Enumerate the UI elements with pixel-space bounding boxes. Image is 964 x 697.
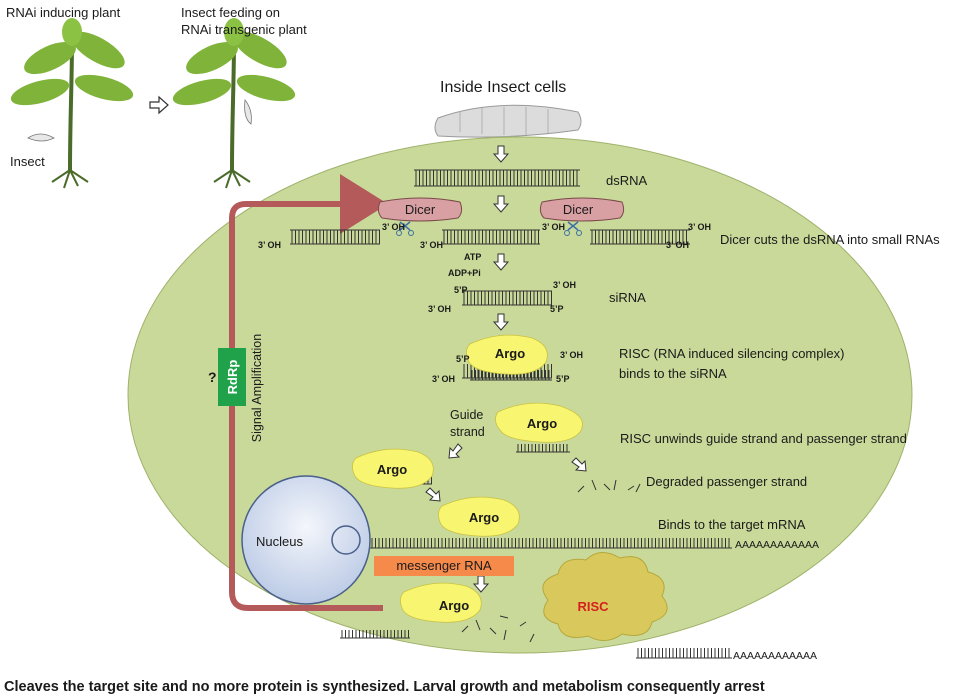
- dicer-enzyme-left: [377, 197, 463, 222]
- five-p-label: 5’P: [454, 285, 468, 295]
- diagonal-arrow-icon: [425, 487, 441, 502]
- risc-binds-line2: binds to the siRNA: [619, 366, 727, 381]
- argo-label: Argo: [495, 346, 525, 361]
- argo-label: Argo: [377, 462, 407, 477]
- argo-protein: [400, 582, 482, 623]
- adp-label: ADP+Pi: [448, 268, 481, 278]
- plant-2-icon: [172, 18, 296, 189]
- rna-duplex: [590, 229, 690, 245]
- dsrna-label: dsRNA: [606, 173, 648, 188]
- polya-tail: AAAAAAAAAAAA: [735, 539, 819, 551]
- dicer-cuts-label: Dicer cuts the dsRNA into small RNAs: [720, 232, 940, 247]
- five-p-label: 5’P: [550, 304, 564, 314]
- down-arrow-icon: [492, 195, 510, 213]
- oh-label: 3’ OH: [553, 280, 576, 290]
- argo-protein: [352, 448, 434, 489]
- rna-single-strand: [470, 370, 552, 381]
- right-arrow-icon: [149, 95, 169, 115]
- argo-label: Argo: [527, 416, 557, 431]
- rna-single-strand: [516, 444, 570, 453]
- plant-1-label: RNAi inducing plant: [6, 5, 121, 20]
- risc-binds-line1: RISC (RNA induced silencing complex): [619, 346, 844, 361]
- degraded-fragments: [461, 479, 641, 643]
- rna-single-strand: [636, 648, 732, 659]
- rna-strands: [290, 169, 732, 659]
- rna-single-strand: [340, 630, 410, 639]
- five-p-label: 5’P: [556, 374, 570, 384]
- oh-label: 3’ OH: [432, 374, 455, 384]
- larva-icon: [434, 104, 582, 138]
- unwinds-label: RISC unwinds guide strand and passenger …: [620, 431, 907, 446]
- plant-2-label-line1: Insect feeding on: [181, 5, 280, 20]
- dicer-label-left: Dicer: [405, 202, 436, 217]
- argo-label: Argo: [469, 510, 499, 525]
- argo-label: Argo: [439, 598, 469, 613]
- rna-single-strand: [342, 538, 732, 549]
- rna-duplex: [290, 229, 380, 245]
- down-arrow-icon: [492, 253, 510, 271]
- plant-1-icon: [10, 18, 134, 189]
- rdrp-box: [218, 348, 246, 406]
- guide-label-line2: strand: [450, 425, 485, 439]
- rna-duplex: [462, 290, 552, 306]
- down-arrow-icon: [492, 313, 510, 331]
- messenger-rna-label: messenger RNA: [396, 558, 492, 573]
- atp-label: ATP: [464, 252, 481, 262]
- down-arrow-icon: [492, 145, 510, 163]
- scissors-icon: [396, 221, 414, 236]
- oh-label: 3’ OH: [666, 240, 689, 250]
- degraded-label: Degraded passenger strand: [646, 474, 807, 489]
- oh-label: 3’ OH: [382, 222, 405, 232]
- rdrp-label: RdRp: [225, 360, 240, 395]
- nucleus-label: Nucleus: [256, 534, 303, 549]
- argo-protein: [495, 402, 583, 443]
- diagonal-arrow-icon: [448, 443, 463, 459]
- down-arrow-icon: [472, 575, 490, 593]
- argo-protein: [438, 496, 520, 537]
- risc-cloud: [542, 552, 668, 641]
- oh-label: 3’ OH: [428, 304, 451, 314]
- dicer-enzyme-right: [539, 197, 625, 222]
- nucleus: [241, 475, 371, 605]
- oh-label: 3’ OH: [420, 240, 443, 250]
- argo-protein: [466, 334, 548, 375]
- oh-label: 3’ OH: [560, 350, 583, 360]
- rna-duplex: [442, 229, 540, 245]
- signal-amplification-label: Signal Amplification: [250, 334, 264, 442]
- question-mark: ?: [208, 369, 217, 385]
- polya-tail: AAAAAAAAAAAA: [733, 650, 817, 662]
- caption: Cleaves the target site and no more prot…: [4, 679, 765, 695]
- binds-target-label: Binds to the target mRNA: [658, 517, 806, 532]
- guide-label-line1: Guide: [450, 408, 483, 422]
- plant-2-label-line2: RNAi transgenic plant: [181, 22, 307, 37]
- five-p-label: 5’P: [456, 354, 470, 364]
- oh-label: 3’ OH: [542, 222, 565, 232]
- sirna-label: siRNA: [609, 290, 646, 305]
- oh-label: 3’ OH: [258, 240, 281, 250]
- scissors-icon: [564, 221, 582, 236]
- risc-cloud-label: RISC: [577, 599, 609, 614]
- nucleolus: [331, 525, 361, 555]
- messenger-rna-box: [374, 556, 514, 576]
- rna-duplex: [414, 169, 580, 187]
- oh-label: 3’ OH: [688, 222, 711, 232]
- diagonal-arrow-icon: [571, 457, 587, 472]
- dicer-label-right: Dicer: [563, 202, 594, 217]
- insect-label: Insect: [10, 154, 45, 169]
- inside-cells-label: Inside Insect cells: [440, 79, 566, 96]
